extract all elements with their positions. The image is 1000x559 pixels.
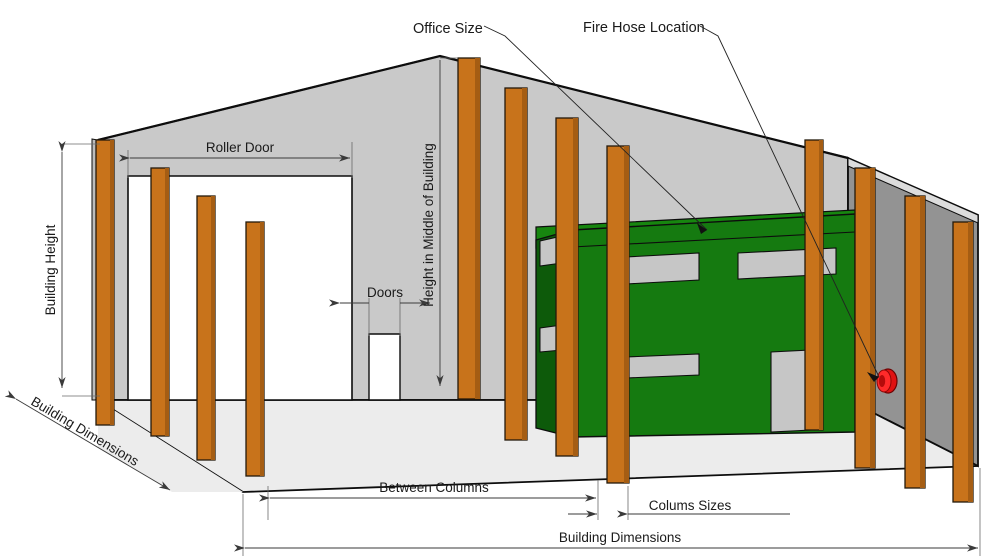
column xyxy=(504,87,528,441)
fire-hose-leader xyxy=(699,25,880,378)
right-wall-fascia xyxy=(847,157,979,224)
column xyxy=(606,145,630,484)
dimension-label-building-length: Building Dimensions xyxy=(559,530,682,545)
column xyxy=(196,195,216,461)
column xyxy=(555,117,579,457)
dimension-label-height-middle: Height in Middle of Building xyxy=(421,143,436,307)
fire-hose-reel xyxy=(876,368,898,394)
dimension-colums-sizes: Colums Sizes xyxy=(568,486,790,520)
column xyxy=(804,139,824,431)
column xyxy=(150,167,170,437)
column xyxy=(245,221,265,477)
callout-fire-hose-location: Fire Hose Location xyxy=(583,20,705,36)
roller-door-opening xyxy=(127,175,353,401)
column xyxy=(457,57,481,400)
office-size-leader xyxy=(483,25,708,231)
dimension-roller-door: Roller Door xyxy=(119,140,353,178)
dimension-label-between-columns: Between Columns xyxy=(379,480,489,495)
office-window xyxy=(625,252,700,285)
office-window-group xyxy=(625,247,837,433)
dimension-doors: Doors xyxy=(329,285,430,336)
dimension-label-roller-door: Roller Door xyxy=(206,140,275,155)
column xyxy=(95,139,115,426)
column xyxy=(952,221,974,503)
office-window xyxy=(625,353,700,379)
dimension-building-length: Building Dimensions xyxy=(234,468,981,556)
office-size-arrowhead xyxy=(697,223,707,234)
column-group xyxy=(95,57,974,503)
dimension-height-middle: Height in Middle of Building xyxy=(421,57,458,386)
column xyxy=(854,167,876,469)
dimension-label-building-height: Building Height xyxy=(43,224,58,315)
roof-ridge-line xyxy=(97,54,849,160)
column xyxy=(904,195,926,489)
callout-group: Office Size Fire Hose Location xyxy=(413,20,880,382)
fire-hose-arrowhead xyxy=(867,372,879,382)
dimension-between-columns: Between Columns xyxy=(259,480,599,520)
dimension-label-colums-sizes: Colums Sizes xyxy=(649,498,732,513)
dimension-label-doors: Doors xyxy=(367,285,403,300)
callout-office-size: Office Size xyxy=(413,21,483,37)
personnel-door-opening xyxy=(368,333,401,401)
